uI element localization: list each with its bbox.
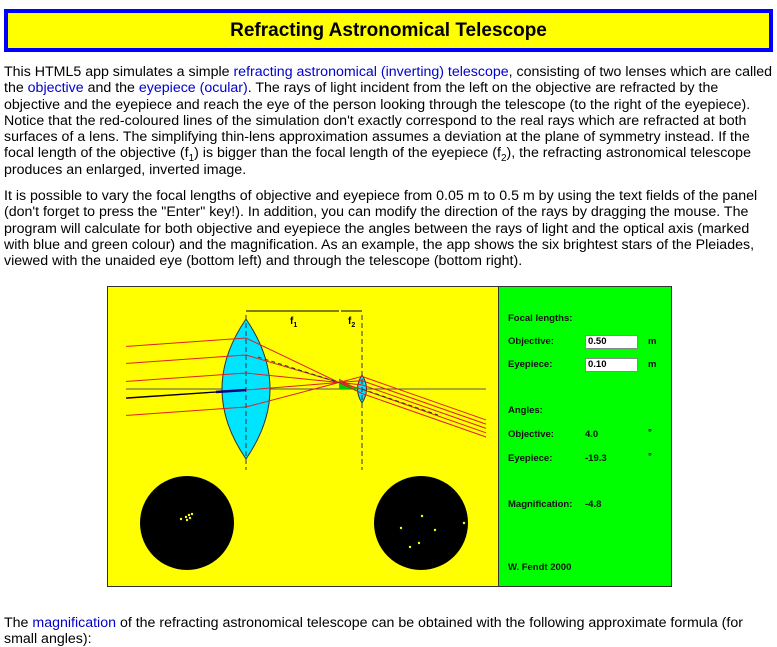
subscript: 1	[188, 153, 195, 165]
eyepiece-angle-value: -19.3	[585, 452, 607, 464]
text: ) is bigger than the focal length of the…	[194, 145, 501, 162]
instructions-paragraph: It is possible to vary the focal lengths…	[4, 188, 758, 270]
author-credit: W. Fendt 2000	[508, 561, 572, 573]
angles-heading: Angles:	[508, 404, 543, 416]
degree-unit: °	[648, 426, 652, 438]
objective-angle-marker	[215, 388, 247, 393]
ray-diagram[interactable]: f1 f2	[108, 287, 498, 586]
objective-unit: m	[648, 335, 657, 347]
star	[190, 512, 194, 515]
construction-line	[257, 356, 340, 383]
objective-focal-label: Objective:	[508, 335, 554, 347]
unaided-eye-view	[140, 475, 234, 570]
link-eyepiece[interactable]: eyepiece (ocular)	[138, 80, 248, 97]
eyepiece-unit: m	[648, 358, 657, 370]
magnification-label: Magnification:	[508, 498, 573, 510]
text: ), the refracting astronomical telescope…	[4, 145, 751, 178]
star	[188, 516, 192, 519]
eyepiece-focal-input[interactable]	[585, 357, 638, 372]
subscript: 2	[500, 153, 507, 165]
control-panel: Focal lengths: Objective: m Eyepiece: m …	[498, 286, 671, 586]
focal-lengths-heading: Focal lengths:	[508, 312, 573, 324]
link-objective[interactable]: objective	[27, 80, 84, 97]
telescope-view	[374, 475, 468, 570]
star	[420, 514, 424, 517]
f2-label: f2	[348, 316, 355, 329]
text: , consisting of two lenses which are cal…	[4, 64, 773, 97]
star	[417, 541, 421, 544]
text: and the	[83, 80, 139, 97]
text: . The rays of light incident from the le…	[4, 80, 751, 162]
f1-label: f1	[290, 316, 297, 329]
objective-angle-label: Objective:	[508, 428, 554, 440]
star	[399, 526, 403, 529]
objective-angle-value: 4.0	[585, 428, 599, 440]
star	[462, 521, 466, 524]
telescope-applet[interactable]: f1 f2 Focal lengths: Objective: m Eyepie…	[107, 285, 672, 587]
page-title: Refracting Astronomical Telescope	[230, 20, 547, 41]
light-ray	[125, 337, 487, 438]
focal-image-marker	[339, 378, 354, 387]
magnification-paragraph: The magnification of the refracting astr…	[4, 615, 776, 647]
objective-focal-input[interactable]	[585, 334, 638, 349]
star	[185, 518, 189, 521]
star	[184, 515, 188, 518]
star	[187, 513, 191, 516]
title-banner: Refracting Astronomical Telescope	[4, 9, 773, 52]
link-magnification[interactable]: magnification	[32, 614, 116, 631]
text: This HTML5 app simulates a simple	[4, 64, 234, 80]
star	[408, 545, 412, 548]
magnification-value: -4.8	[585, 498, 602, 510]
construction-line	[361, 388, 439, 416]
text: The	[4, 614, 33, 631]
eyepiece-focal-label: Eyepiece:	[508, 358, 553, 370]
degree-unit: °	[648, 450, 652, 462]
star	[433, 528, 437, 531]
simulation-canvas[interactable]: f1 f2	[108, 286, 498, 586]
link-refracting-telescope[interactable]: refracting astronomical (inverting) tele…	[233, 64, 509, 80]
star	[179, 517, 183, 520]
intro-paragraph: This HTML5 app simulates a simple refrac…	[4, 64, 776, 178]
eyepiece-angle-label: Eyepiece:	[508, 452, 553, 464]
